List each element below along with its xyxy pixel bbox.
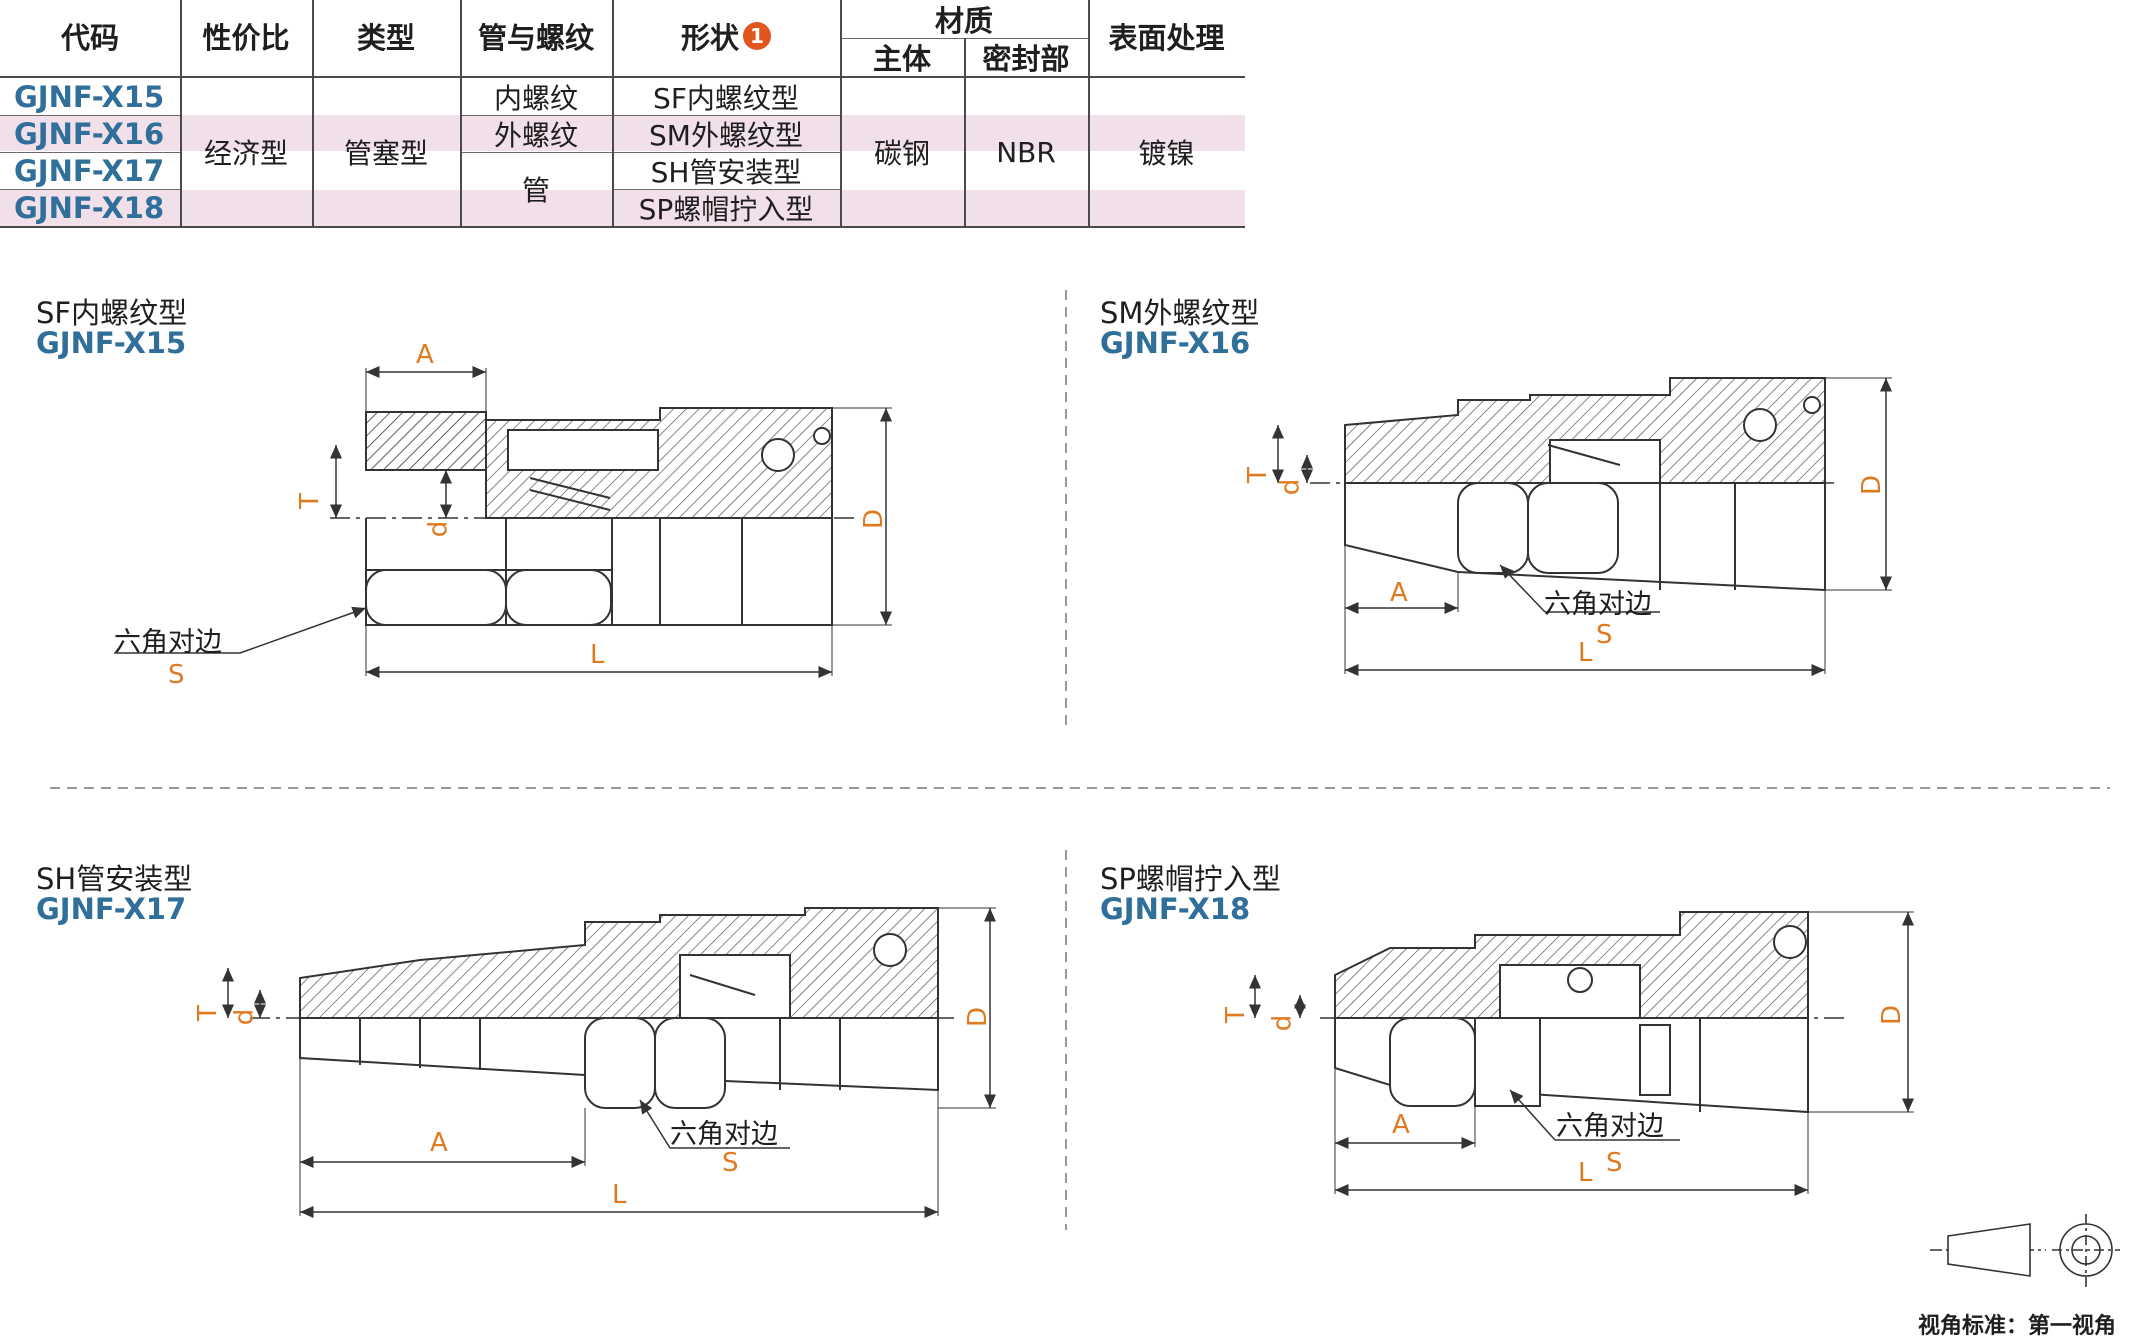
table-rule (1088, 0, 1090, 228)
panel-title: SF内螺纹型 (36, 296, 188, 330)
dim-label-d-small: d (1275, 478, 1306, 496)
dim-label-s: S (1606, 1148, 1623, 1178)
table-rule (612, 152, 840, 153)
header-pipe-thread: 管与螺纹 (477, 21, 594, 55)
header-surface: 表面处理 (1108, 21, 1225, 55)
dim-label-a: A (430, 1128, 448, 1158)
first-angle-symbol (1930, 1214, 2120, 1288)
dim-label-s: S (168, 660, 185, 690)
table-rule (180, 0, 182, 228)
dim-label-l: L (1578, 1158, 1593, 1188)
table-rule (964, 38, 966, 228)
pipe-thread-cell: 外螺纹 (493, 118, 578, 152)
dim-label-d-outer: D (859, 508, 890, 530)
table-rule (0, 152, 180, 153)
dim-label-d-small: d (423, 520, 454, 538)
note-badge: 1 (743, 22, 771, 50)
table-rule (0, 189, 180, 190)
panel-code: GJNF-X15 (36, 326, 187, 360)
row-highlight (0, 115, 1245, 151)
panel-title: SM外螺纹型 (1100, 296, 1260, 330)
pipe-thread-cell: 内螺纹 (493, 81, 578, 115)
panel-code: GJNF-X17 (36, 892, 187, 926)
table-rule (460, 152, 612, 153)
table-rule (612, 0, 614, 228)
material-seal-cell: NBR (996, 135, 1056, 169)
drawing-sp (1249, 911, 1914, 1196)
header-material-seal: 密封部 (982, 42, 1070, 76)
dim-label-d-small: d (229, 1008, 260, 1026)
dim-label-s: S (722, 1148, 739, 1178)
header-material-body: 主体 (872, 42, 931, 76)
dim-label-a: A (416, 340, 434, 370)
drawing-sf (114, 366, 892, 678)
dim-label-d-outer: D (1857, 474, 1888, 496)
row-highlight (0, 190, 1245, 226)
panel-title: SH管安装型 (36, 862, 193, 896)
panel-title: SP螺帽拧入型 (1100, 862, 1281, 896)
table-rule (0, 76, 1245, 78)
dim-label-t: T (1220, 1007, 1251, 1023)
table-rule (460, 115, 840, 116)
header-material: 材质 (934, 4, 993, 38)
view-standard-label: 视角标准：第一视角 (1918, 1314, 2117, 1339)
dim-label-d-outer: D (963, 1006, 994, 1028)
dim-label-s: S (1596, 620, 1613, 650)
drawing-sm (1272, 377, 1892, 676)
hex-across-flats-label: 六角对边 (670, 1119, 778, 1150)
dim-label-t: T (1242, 467, 1273, 483)
code-cell: GJNF-X18 (14, 190, 165, 225)
table-rule (312, 0, 314, 228)
panel-code: GJNF-X18 (1100, 892, 1251, 926)
table-rule (612, 189, 840, 190)
shape-cell: SP螺帽拧入型 (638, 192, 814, 226)
dim-label-a: A (1390, 578, 1408, 608)
code-cell: GJNF-X16 (14, 116, 165, 151)
header-shape-label: 形状 (680, 21, 739, 55)
hex-across-flats-label: 六角对边 (114, 627, 222, 658)
dim-label-a: A (1392, 1110, 1410, 1140)
type-cell: 管塞型 (343, 137, 428, 170)
code-cell: GJNF-X15 (14, 79, 165, 114)
spec-table: 代码 性价比 类型 管与螺纹 形状 1 材质 主体 密封部 表面处理 GJNF-… (0, 0, 1245, 228)
dim-label-l: L (590, 640, 605, 670)
shape-cell: SM外螺纹型 (649, 118, 803, 152)
table-rule (0, 226, 1245, 228)
dim-label-d-small: d (1267, 1014, 1298, 1032)
shape-cell: SF内螺纹型 (653, 81, 799, 115)
header-code: 代码 (60, 21, 119, 55)
drawing-sh (222, 907, 996, 1218)
header-shape: 形状 1 (612, 0, 840, 72)
dim-label-t: T (294, 493, 325, 509)
header-value: 性价比 (202, 21, 290, 55)
table-rule (460, 0, 462, 228)
dim-label-l: L (1578, 638, 1593, 668)
hex-across-flats-label: 六角对边 (1556, 1111, 1664, 1142)
table-rule (840, 0, 842, 228)
table-rule (0, 115, 180, 116)
value-cell: 经济型 (203, 137, 288, 170)
panel-code: GJNF-X16 (1100, 326, 1251, 360)
hex-across-flats-label: 六角对边 (1544, 589, 1652, 620)
code-cell: GJNF-X17 (14, 153, 165, 188)
dim-label-d-outer: D (1877, 1004, 1908, 1026)
header-type: 类型 (356, 21, 415, 55)
dim-label-l: L (612, 1180, 627, 1210)
surface-cell: 镀镍 (1138, 137, 1195, 170)
shape-cell: SH管安装型 (650, 155, 802, 189)
material-body-cell: 碳钢 (873, 137, 930, 170)
pipe-thread-cell: 管 (521, 174, 550, 207)
dim-label-t: T (192, 1005, 223, 1021)
